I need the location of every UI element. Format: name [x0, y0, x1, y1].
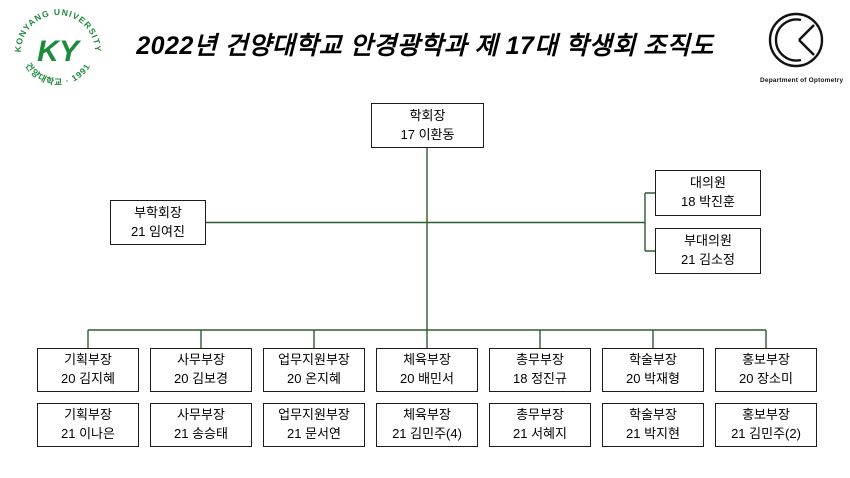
- node-name: 21 이나은: [61, 426, 115, 441]
- org-node-vice-delegate: 부대의원 21 김소정: [655, 228, 761, 274]
- optometry-logo-caption: Department of Optometry: [760, 77, 844, 84]
- node-title: 홍보부장: [742, 407, 790, 423]
- node-name: 17 이환동: [400, 126, 455, 142]
- org-node-department: 업무지원부장 20 온지혜: [263, 348, 365, 392]
- org-node-president: 학회장 17 이환동: [371, 103, 484, 148]
- node-title: 총무부장: [516, 352, 564, 368]
- node-name: 21 임여진: [131, 223, 185, 239]
- node-name: 20 온지혜: [287, 371, 341, 386]
- optometry-logo-mark-icon: [768, 12, 824, 68]
- node-title: 업무지원부장: [278, 407, 350, 423]
- node-title: 학회장: [409, 107, 446, 123]
- node-title: 대의원: [690, 175, 726, 191]
- node-name: 18 정진규: [513, 371, 567, 386]
- org-node-department: 체육부장 21 김민주(4): [376, 403, 478, 447]
- node-name: 20 김지혜: [61, 371, 115, 386]
- org-node-department: 체육부장 20 배민서: [376, 348, 478, 392]
- org-node-department: 학술부장 20 박재형: [602, 348, 704, 392]
- node-name: 20 김보경: [174, 371, 228, 386]
- node-title: 체육부장: [403, 407, 451, 423]
- node-title: 부대의원: [684, 233, 732, 249]
- node-name: 20 박재형: [626, 371, 680, 386]
- node-name: 21 박지현: [626, 426, 680, 441]
- node-name: 18 박진훈: [681, 194, 735, 209]
- org-node-department: 홍보부장 20 장소미: [715, 348, 817, 392]
- org-node-department: 총무부장 18 정진규: [489, 348, 591, 392]
- org-node-department: 기획부장 21 이나은: [37, 403, 139, 447]
- node-name: 21 김민주(4): [392, 426, 462, 441]
- org-node-vice-president: 부학회장 21 임여진: [110, 200, 206, 245]
- page-title: 2022년 건양대학교 안경광학과 제 17대 학생회 조직도: [136, 32, 714, 60]
- node-title: 업무지원부장: [278, 352, 350, 368]
- node-title: 총무부장: [516, 407, 564, 423]
- node-name: 20 배민서: [400, 371, 454, 386]
- node-title: 체육부장: [403, 352, 451, 368]
- org-node-delegate: 대의원 18 박진훈: [655, 170, 761, 216]
- node-name: 21 김민주(2): [731, 426, 801, 441]
- node-title: 사무부장: [177, 352, 225, 368]
- node-title: 학술부장: [629, 407, 677, 423]
- node-name: 21 문서연: [287, 426, 341, 441]
- konyang-university-logo: KONYANG UNIVERSITY 건양대학교 · 1991 KY: [13, 7, 102, 87]
- node-title: 홍보부장: [742, 352, 790, 368]
- node-name: 21 서혜지: [513, 426, 567, 441]
- org-node-department: 업무지원부장 21 문서연: [263, 403, 365, 447]
- org-node-department: 사무부장 21 송승태: [150, 403, 252, 447]
- node-name: 21 김소정: [681, 252, 735, 267]
- node-title: 학술부장: [629, 352, 677, 368]
- org-node-department: 홍보부장 21 김민주(2): [715, 403, 817, 447]
- org-node-department: 사무부장 20 김보경: [150, 348, 252, 392]
- node-name: 20 장소미: [739, 371, 793, 386]
- node-title: 기획부장: [64, 352, 112, 368]
- org-node-department: 총무부장 21 서혜지: [489, 403, 591, 447]
- node-title: 사무부장: [177, 407, 225, 423]
- org-node-department: 기획부장 20 김지혜: [37, 348, 139, 392]
- node-title: 기획부장: [64, 407, 112, 423]
- node-title: 부학회장: [134, 204, 182, 220]
- node-name: 21 송승태: [174, 426, 228, 441]
- optometry-department-logo: Department of Optometry: [760, 12, 844, 84]
- org-node-department: 학술부장 21 박지현: [602, 403, 704, 447]
- logo-initials: KY: [37, 35, 82, 68]
